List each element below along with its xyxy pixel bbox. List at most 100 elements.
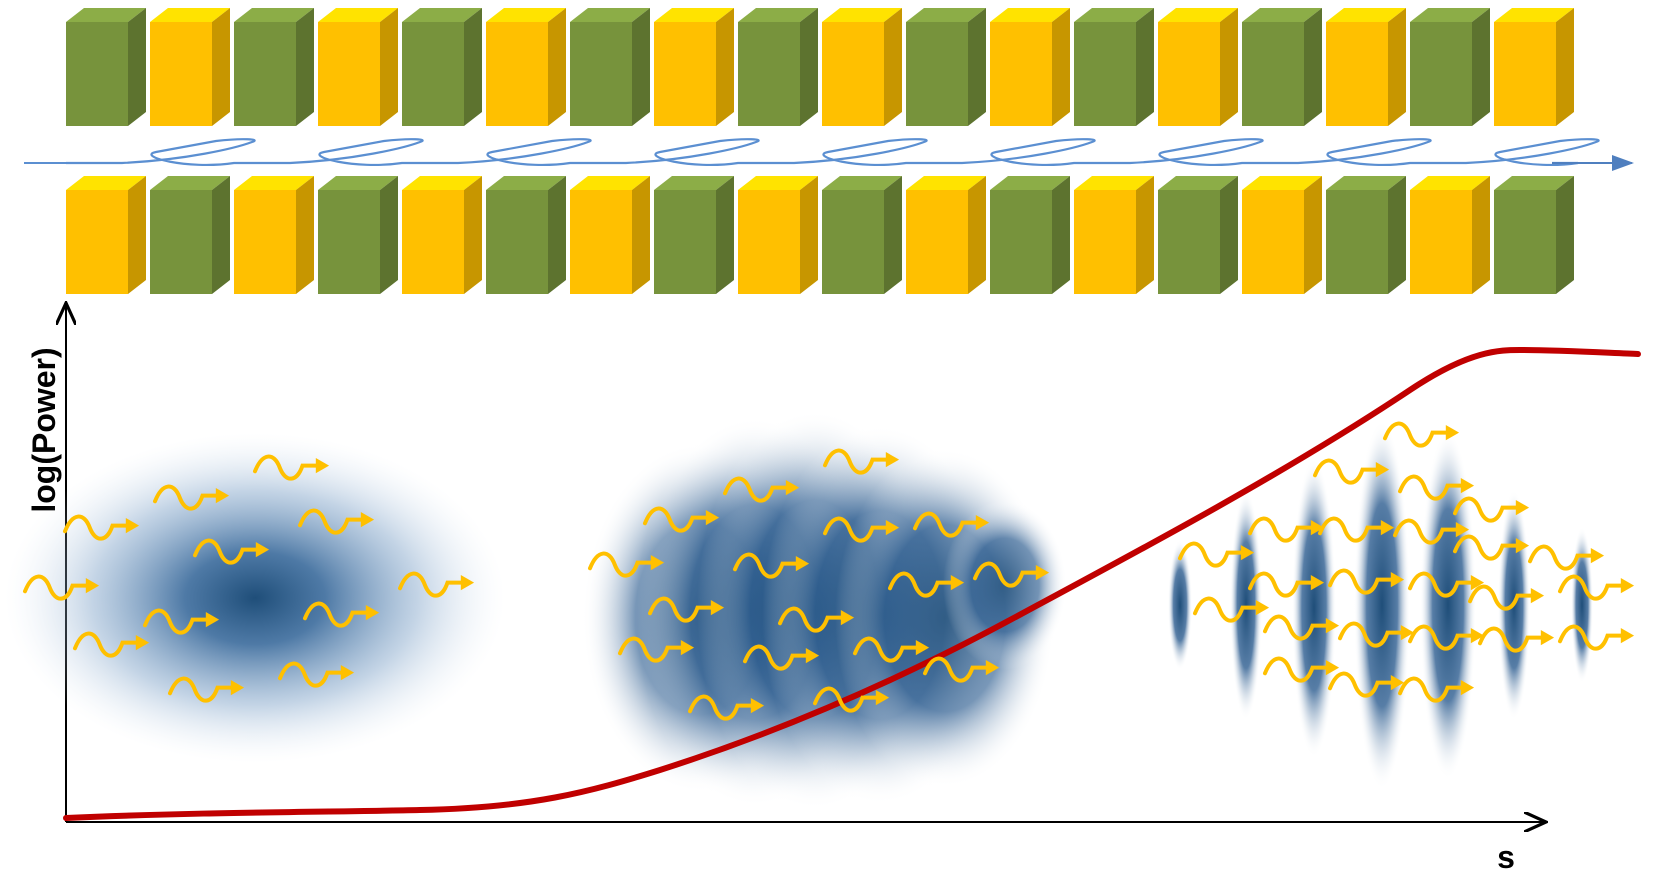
wavy-arrow-icon	[1408, 571, 1485, 598]
wavy-arrow-icon	[1408, 624, 1485, 651]
magnet-front-face	[1158, 22, 1220, 126]
magnet-top-face	[570, 176, 650, 190]
magnet-side-face	[1304, 176, 1322, 294]
wavy-arrow-icon	[1528, 544, 1605, 571]
magnet-front-face	[1242, 22, 1304, 126]
magnet-top-face	[66, 176, 146, 190]
wavy-arrow-icon	[1558, 574, 1635, 601]
magnet-side-face	[380, 8, 398, 126]
wavy-arrow-icon	[823, 516, 900, 543]
magnet-front-face	[402, 22, 464, 126]
wavy-arrow-icon	[813, 686, 890, 713]
magnet-front-face	[318, 190, 380, 294]
photon-group	[23, 421, 1635, 721]
magnet-front-face	[990, 22, 1052, 126]
magnet-side-face	[800, 8, 818, 126]
magnet-top-face	[1242, 176, 1322, 190]
magnet-yellow	[318, 8, 398, 126]
wavy-arrow-icon	[1453, 534, 1530, 561]
magnet-front-face	[1326, 22, 1388, 126]
magnet-top-face	[1242, 8, 1322, 22]
magnet-front-face	[1074, 190, 1136, 294]
wavy-arrow-icon	[688, 694, 765, 721]
wavy-arrow-icon	[1178, 541, 1255, 568]
wavy-arrow-icon	[923, 656, 1000, 683]
wavy-arrow-icon	[143, 608, 220, 635]
magnet-front-face	[1074, 22, 1136, 126]
magnet-front-face	[486, 190, 548, 294]
wavy-arrow-icon	[73, 631, 150, 658]
magnet-front-face	[1326, 190, 1388, 294]
magnet-side-face	[1388, 176, 1406, 294]
magnet-front-face	[66, 22, 128, 126]
trajectory-path	[66, 138, 1600, 167]
magnet-top-face	[1158, 176, 1238, 190]
magnet-yellow	[1074, 176, 1154, 294]
magnet-side-face	[800, 176, 818, 294]
electron-bunch-initial	[5, 433, 505, 763]
magnet-side-face	[968, 176, 986, 294]
wavy-arrow-icon	[1453, 496, 1530, 523]
magnet-side-face	[548, 176, 566, 294]
wavy-arrow-icon	[778, 606, 855, 633]
plot-axes: log(Power) s	[26, 305, 1544, 870]
magnet-top-face	[906, 8, 986, 22]
wavy-arrow-icon	[1248, 516, 1325, 543]
magnet-top-face	[1494, 8, 1574, 22]
magnet-front-face	[1494, 190, 1556, 294]
magnet-top-face	[570, 8, 650, 22]
wavy-arrow-icon	[973, 561, 1050, 588]
y-axis-label: log(Power)	[26, 347, 62, 512]
magnet-front-face	[150, 190, 212, 294]
magnet-top-face	[990, 176, 1070, 190]
magnet-yellow	[1158, 8, 1238, 126]
wavy-arrow-icon	[1478, 626, 1555, 653]
magnet-side-face	[1220, 176, 1238, 294]
magnet-side-face	[548, 8, 566, 126]
magnet-green	[318, 176, 398, 294]
magnet-side-face	[296, 8, 314, 126]
wavy-arrow-icon	[278, 661, 355, 688]
magnet-top-face	[234, 8, 314, 22]
magnet-front-face	[570, 190, 632, 294]
magnet-front-face	[1410, 190, 1472, 294]
magnet-top-face	[1158, 8, 1238, 22]
bunch-slice	[1292, 458, 1336, 758]
magnet-side-face	[1304, 8, 1322, 126]
magnet-yellow	[150, 8, 230, 126]
wavy-arrow-icon	[1558, 624, 1635, 651]
wavy-arrow-icon	[853, 636, 930, 663]
magnet-green	[822, 176, 902, 294]
magnet-top-face	[738, 176, 818, 190]
magnet-side-face	[1220, 8, 1238, 126]
magnet-side-face	[1556, 176, 1574, 294]
wavy-arrow-icon	[23, 574, 100, 601]
magnet-green	[990, 176, 1070, 294]
magnet-side-face	[1472, 8, 1490, 126]
wavy-arrow-icon	[913, 511, 990, 538]
magnet-front-face	[654, 22, 716, 126]
magnet-top-face	[150, 176, 230, 190]
magnet-green	[1494, 176, 1574, 294]
wavy-arrow-icon	[743, 644, 820, 671]
magnet-green	[486, 176, 566, 294]
magnet-top-face	[906, 176, 986, 190]
magnet-top-face	[738, 8, 818, 22]
magnet-front-face	[234, 22, 296, 126]
magnet-top-face	[1494, 176, 1574, 190]
magnet-green	[906, 8, 986, 126]
wavy-arrow-icon	[888, 571, 965, 598]
magnet-side-face	[1052, 176, 1070, 294]
wavy-arrow-icon	[298, 508, 375, 535]
magnet-yellow	[654, 8, 734, 126]
wavy-arrow-icon	[1468, 584, 1545, 611]
magnet-green	[1326, 176, 1406, 294]
magnet-front-face	[654, 190, 716, 294]
wavy-arrow-icon	[723, 476, 800, 503]
magnet-side-face	[716, 176, 734, 294]
magnet-green	[402, 8, 482, 126]
bunch-slice	[1571, 527, 1593, 683]
wavy-arrow-icon	[1313, 458, 1390, 485]
magnet-side-face	[464, 8, 482, 126]
